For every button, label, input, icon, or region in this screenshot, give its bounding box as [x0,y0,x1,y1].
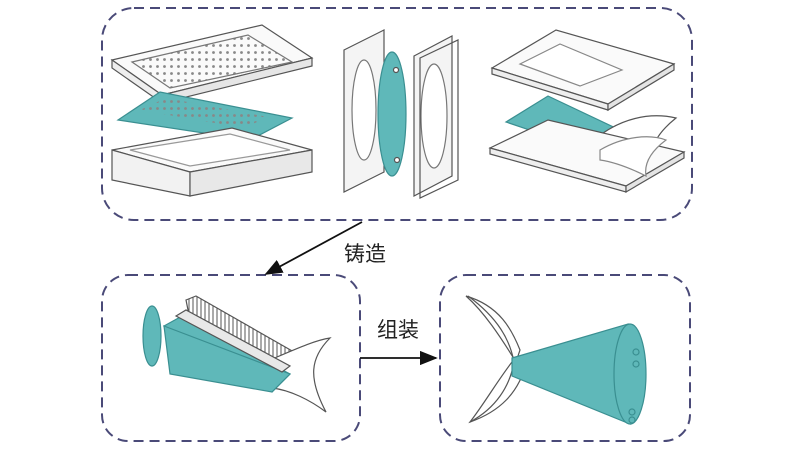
assembly-label: 组装 [377,318,419,342]
disc-mold-assembly [343,29,459,199]
bottom-right-frame [439,274,691,442]
casting-arrow [264,221,363,275]
bottom-left-frame [101,274,361,442]
tail-mold-assembly [488,29,686,194]
fin-mold-assembly [110,24,314,197]
cast-parts [142,295,332,413]
top-mold-frame [101,7,693,221]
casting-label: 铸造 [344,242,386,266]
assembled-robot-fish [465,295,647,425]
